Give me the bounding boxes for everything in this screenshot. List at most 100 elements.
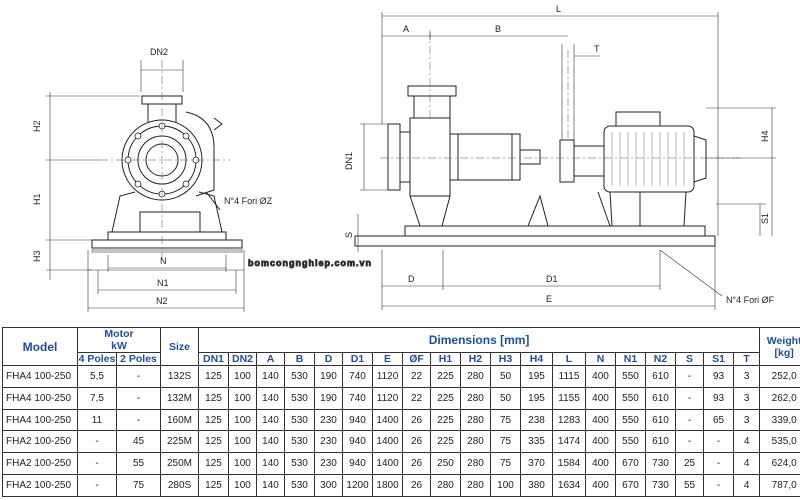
- table-cell: -: [703, 474, 735, 497]
- table-cell: 400: [585, 452, 617, 476]
- table-cell: 93: [703, 365, 735, 388]
- header-dim-10: H3: [490, 352, 522, 366]
- table-cell: 730: [645, 452, 677, 476]
- header-dim-13: N: [585, 352, 617, 366]
- header-dim-16: S: [675, 352, 705, 366]
- table-cell: 610: [645, 430, 677, 454]
- table-cell: 940: [342, 408, 374, 432]
- table-cell: 3: [733, 408, 761, 432]
- table-cell: 100: [228, 430, 258, 454]
- table-cell: 225: [430, 365, 462, 388]
- table-cell: -: [675, 430, 705, 454]
- header-weight-title: Weight: [766, 334, 800, 347]
- table-cell: 125: [198, 365, 230, 388]
- table-cell: 100: [228, 408, 258, 432]
- table-cell: FHA4 100-250: [2, 386, 78, 410]
- header-dim-3: B: [284, 352, 316, 366]
- table-cell: 4: [733, 452, 761, 476]
- table-cell: 160M: [160, 408, 200, 432]
- table-cell: -: [115, 365, 162, 388]
- table-cell: 530: [284, 386, 316, 410]
- table-cell: 1800: [372, 474, 404, 497]
- table-cell: 610: [645, 386, 677, 410]
- header-dim-2: A: [256, 352, 286, 366]
- table-cell: 125: [198, 452, 230, 476]
- table-cell: 550: [615, 386, 647, 410]
- table-cell: 530: [284, 474, 316, 497]
- table-cell: -: [703, 430, 735, 454]
- table-cell: 4: [733, 474, 761, 497]
- header-dim-14: N1: [615, 352, 647, 366]
- table-cell: 55: [675, 474, 705, 497]
- table-cell: 530: [284, 452, 316, 476]
- table-cell: 26: [402, 474, 432, 497]
- header-dim-4: D: [314, 352, 344, 366]
- table-cell: -: [675, 365, 705, 388]
- table-cell: 280: [460, 386, 492, 410]
- table-cell: 335: [520, 430, 554, 454]
- table-cell: 1283: [552, 408, 587, 432]
- table-cell: 1115: [552, 365, 587, 388]
- technical-drawing: DN2 H2 H1 H3 N N1 N2 N°4 Fori ØZ L A B T…: [32, 4, 776, 312]
- table-cell: -: [675, 408, 705, 432]
- label-n2: N2: [156, 296, 168, 306]
- table-cell: 787,0: [759, 474, 800, 497]
- table-cell: 140: [256, 386, 286, 410]
- label-h4: H4: [760, 130, 770, 142]
- header-dim-8: H1: [430, 352, 462, 366]
- table-cell: 190: [314, 365, 344, 388]
- table-cell: 280S: [160, 474, 200, 497]
- table-cell: 140: [256, 430, 286, 454]
- header-weight-unit: [kg]: [774, 346, 794, 359]
- table-cell: 1120: [372, 386, 404, 410]
- label-dn1: DN1: [344, 152, 354, 170]
- table-cell: 22: [402, 365, 432, 388]
- table-cell: 280: [430, 474, 462, 497]
- label-h1: H1: [32, 193, 42, 205]
- header-dim-12: L: [552, 352, 587, 366]
- table-cell: 1634: [552, 474, 587, 497]
- table-cell: 280: [460, 452, 492, 476]
- table-cell: 100: [228, 386, 258, 410]
- header-dim-17: S1: [703, 352, 735, 366]
- table-cell: 530: [284, 430, 316, 454]
- header-dim-15: N2: [645, 352, 677, 366]
- table-cell: 250M: [160, 452, 200, 476]
- table-cell: FHA2 100-250: [2, 452, 78, 476]
- table-cell: 225: [430, 386, 462, 410]
- label-l: L: [556, 4, 561, 14]
- table-cell: 125: [198, 408, 230, 432]
- table-cell: 100: [228, 365, 258, 388]
- table-cell: 100: [228, 474, 258, 497]
- header-4-poles: 4 Poles: [77, 352, 117, 366]
- table-cell: 125: [198, 430, 230, 454]
- table-cell: 100: [228, 452, 258, 476]
- table-cell: 230: [314, 430, 344, 454]
- table-cell: 3: [733, 365, 761, 388]
- table-cell: 400: [585, 365, 617, 388]
- table-cell: 140: [256, 452, 286, 476]
- table-cell: 280: [460, 408, 492, 432]
- header-dimensions: Dimensions [mm]: [198, 327, 761, 353]
- table-cell: -: [115, 408, 162, 432]
- table-cell: 550: [615, 430, 647, 454]
- table-cell: 4: [733, 430, 761, 454]
- header-dim-5: D1: [342, 352, 374, 366]
- table-cell: FHA4 100-250: [2, 408, 78, 432]
- header-dim-9: H2: [460, 352, 492, 366]
- label-s: S: [344, 232, 354, 238]
- label-d1: D1: [546, 274, 558, 284]
- header-dim-7: ØF: [402, 352, 432, 366]
- table-cell: 940: [342, 452, 374, 476]
- table-cell: 670: [615, 452, 647, 476]
- label-e: E: [546, 294, 552, 304]
- table-cell: 225: [430, 430, 462, 454]
- table-cell: 75: [490, 452, 522, 476]
- table-cell: 530: [284, 365, 316, 388]
- table-cell: -: [675, 386, 705, 410]
- label-h3: H3: [32, 250, 42, 262]
